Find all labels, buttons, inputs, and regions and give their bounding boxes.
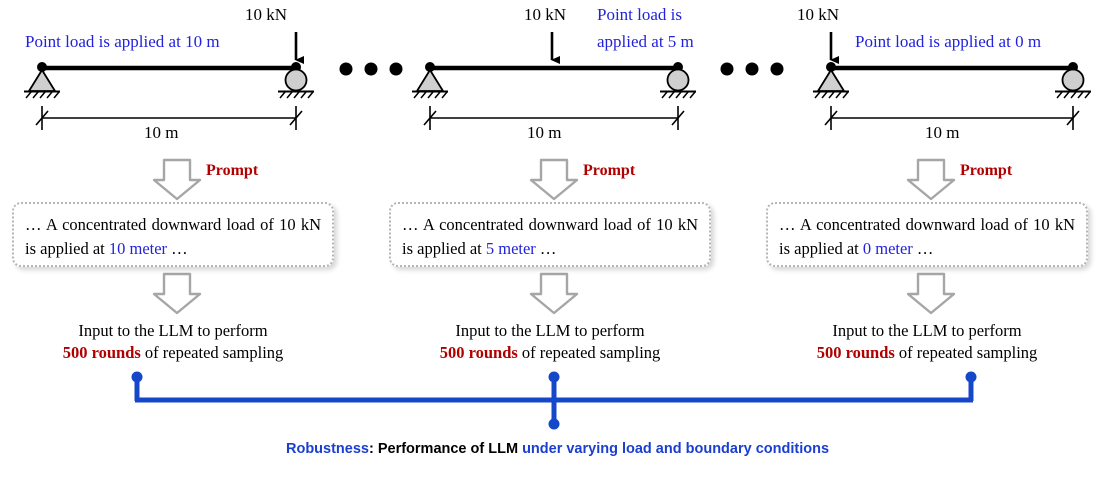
summary-caption: Robustness: Performance of LLM under var… [0,441,1115,457]
dimension-line-1 [35,106,303,130]
dimension-line-2 [423,106,685,130]
llm-line2-suffix-2: of repeated sampling [517,343,661,363]
llm-line2-2: 500 rounds of repeated sampling [389,342,711,364]
beam-node-left-1 [37,62,47,72]
load-position-label-2-line1: Point load is [597,5,683,24]
prompt-box-3: … A concentrated downward load of 10 kN … [766,202,1088,267]
load-label-3: 10 kN [797,5,840,24]
beam-node-left-2 [425,62,435,72]
prompt-text-prefix-1: … A concentrated downward load of 10 kN … [25,215,321,258]
caption-performance: : Performance of LLM [368,441,523,457]
llm-rounds-1: 500 rounds [62,343,141,363]
llm-text-2: Input to the LLM to perform 500 rounds o… [389,320,711,365]
span-label-2: 10 m [527,123,562,142]
roller-support-3 [1055,68,1091,99]
prompt-text-prefix-2: … A concentrated downward load of 10 kN … [402,215,698,258]
caption-robustness: Robustness [285,441,369,457]
llm-line2-3: 500 rounds of repeated sampling [766,342,1088,364]
prompt-text-highlight-1: 10 meter [108,238,168,258]
load-label-1: 10 kN [245,5,288,24]
pin-support-1 [24,68,60,99]
block-arrow-llm-1 [152,272,202,315]
beam-diagram-1 [24,32,314,130]
block-arrow-prompt-3 [906,158,956,201]
prompt-text-suffix-2: … [535,238,557,258]
prompt-text-highlight-3: 0 meter [862,238,913,258]
ellipsis-dots-1 [339,62,403,76]
roller-support-1 [278,68,314,99]
load-position-label-2-line2: applied at 5 m [597,32,694,51]
prompt-text-suffix-1: … [167,238,188,258]
blue-connector-bracket [131,371,977,430]
block-arrow-prompt-1 [152,158,202,201]
prompt-arrow-label-2: Prompt [583,162,636,179]
load-position-label-3: Point load is applied at 0 m [855,32,1042,51]
llm-line2-1: 500 rounds of repeated sampling [12,342,334,364]
pin-support-2 [412,68,448,99]
prompt-text-highlight-2: 5 meter [485,238,536,258]
caption-conditions: under varying load and boundary conditio… [522,441,830,457]
llm-line1-3: Input to the LLM to perform [832,321,1022,340]
load-label-2: 10 kN [524,5,567,24]
prompt-box-1: … A concentrated downward load of 10 kN … [12,202,334,267]
llm-line2-suffix-3: of repeated sampling [894,343,1038,363]
prompt-text-suffix-3: … [912,238,934,258]
block-arrow-llm-3 [906,272,956,315]
block-arrow-prompt-2 [529,158,579,201]
prompt-text-prefix-3: … A concentrated downward load of 10 kN … [779,215,1075,258]
span-label-1: 10 m [144,123,179,142]
llm-text-1: Input to the LLM to perform 500 rounds o… [12,320,334,365]
llm-rounds-3: 500 rounds [816,343,895,363]
span-label-3: 10 m [925,123,960,142]
beam-diagram-2 [412,32,696,130]
llm-line2-suffix-1: of repeated sampling [140,343,284,363]
roller-support-2 [660,68,696,99]
llm-rounds-2: 500 rounds [439,343,518,363]
beam-diagram-3 [813,32,1091,130]
pin-support-3 [813,68,849,99]
prompt-box-2: … A concentrated downward load of 10 kN … [389,202,711,267]
llm-line1-2: Input to the LLM to perform [455,321,645,340]
beam-node-left-3 [826,62,836,72]
load-position-label-1: Point load is applied at 10 m [25,32,220,51]
dimension-line-3 [824,106,1080,130]
prompt-arrow-label-1: Prompt [206,162,259,179]
ellipsis-dots-2 [720,62,784,76]
block-arrow-llm-2 [529,272,579,315]
prompt-arrow-label-3: Prompt [960,162,1013,179]
llm-line1-1: Input to the LLM to perform [78,321,268,340]
llm-text-3: Input to the LLM to perform 500 rounds o… [766,320,1088,365]
